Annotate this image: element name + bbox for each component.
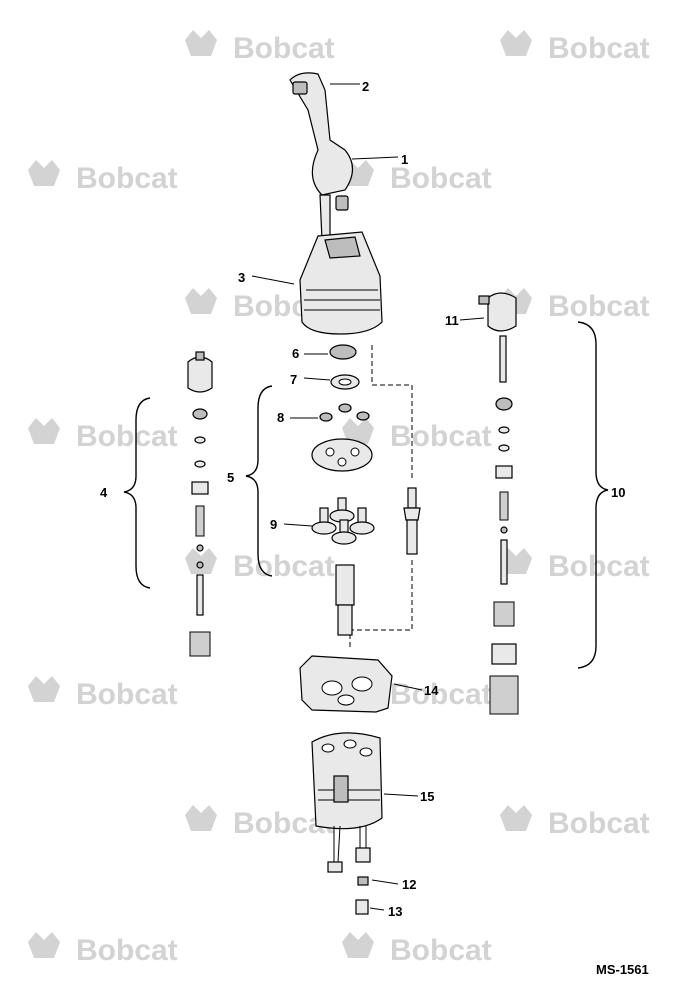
bobcat-logo-icon [185, 805, 217, 831]
watermark-text: Bobcat [548, 32, 650, 65]
nut-part [329, 344, 357, 360]
watermark: Bobcat [342, 160, 492, 195]
joystick-handle [289, 72, 354, 241]
watermark-text: Bobcat [76, 420, 178, 453]
watermark-text: Bobcat [548, 550, 650, 583]
boot-part [299, 231, 383, 335]
watermark-text: Bobcat [76, 162, 178, 195]
watermark: Bobcat [342, 932, 492, 967]
watermark-text: Bobcat [233, 32, 335, 65]
valve-body-part [311, 732, 383, 830]
watermark: Bobcat [500, 288, 650, 323]
callout-4: 4 [100, 485, 108, 500]
drawing-code: MS-1561 [596, 962, 649, 977]
watermark: Bobcat [500, 548, 650, 583]
watermark-text: Bobcat [390, 934, 492, 967]
callout-7: 7 [290, 372, 297, 387]
cam-plate-part [311, 438, 373, 472]
callout-13: 13 [388, 904, 402, 919]
brace-4 [123, 397, 151, 589]
callout-8: 8 [277, 410, 284, 425]
bobcat-logo-icon [500, 805, 532, 831]
watermark-text: Bobcat [233, 550, 335, 583]
valve-stack-right [478, 292, 519, 715]
handle-button-icon [292, 81, 308, 95]
watermark-text: Bobcat [390, 678, 492, 711]
watermark: Bobcat [28, 418, 178, 453]
watermark-text: Bobcat [76, 934, 178, 967]
watermark: Bobcat [500, 805, 650, 840]
watermark: Bobcat [500, 30, 650, 65]
callout-14: 14 [424, 683, 439, 698]
callout-15: 15 [420, 789, 434, 804]
watermark: Bobcat [185, 805, 335, 840]
center-shaft-part [335, 564, 355, 636]
watermark-text: Bobcat [548, 290, 650, 323]
callout-2: 2 [362, 79, 369, 94]
leader-lines [251, 83, 485, 911]
cable-connector-part [403, 487, 421, 555]
plungers-part [311, 497, 375, 545]
bobcat-logo-icon [185, 30, 217, 56]
bobcat-logo-icon [342, 932, 374, 958]
watermark: Bobcat [28, 160, 178, 195]
callout-12: 12 [402, 877, 416, 892]
bobcat-logo-icon [342, 418, 374, 444]
watermark-text: Bobcat [76, 678, 178, 711]
watermark: Bobcat [185, 30, 335, 65]
valve-stack-left [187, 351, 213, 657]
bobcat-logo-icon [185, 288, 217, 314]
bobcat-logo-icon [185, 548, 217, 574]
callout-10: 10 [611, 485, 625, 500]
base-plate-part [299, 655, 393, 713]
bobcat-logo-icon [500, 30, 532, 56]
brace-5 [245, 385, 273, 577]
bobcat-logo-icon [28, 418, 60, 444]
bobcat-logo-icon [28, 160, 60, 186]
watermark: Bobcat [342, 418, 492, 453]
cable-route-dashed [349, 345, 413, 648]
watermark: Bobcat [185, 548, 335, 583]
bobcat-logo-icon [500, 548, 532, 574]
callout-11: 11 [445, 313, 459, 328]
watermark-text: Bobcat [390, 162, 492, 195]
bobcat-logo-icon [28, 676, 60, 702]
brace-10 [577, 321, 609, 669]
callout-1: 1 [401, 152, 408, 167]
connector-13-part [355, 899, 369, 915]
callout-5: 5 [227, 470, 234, 485]
wire-connectors [327, 825, 371, 915]
callout-6: 6 [292, 346, 299, 361]
connector-12-part [357, 876, 369, 886]
callout-3: 3 [238, 270, 245, 285]
callout-labels: 2 1 3 6 7 8 5 4 9 11 10 14 15 12 13 [100, 79, 625, 919]
watermark: Bobcat [28, 932, 178, 967]
watermark-text: Bobcat [390, 420, 492, 453]
small-nuts [319, 403, 370, 422]
watermark-text: Bobcat [548, 807, 650, 840]
bobcat-logo-icon [28, 932, 60, 958]
callout-9: 9 [270, 517, 277, 532]
watermark: Bobcat [28, 676, 178, 711]
